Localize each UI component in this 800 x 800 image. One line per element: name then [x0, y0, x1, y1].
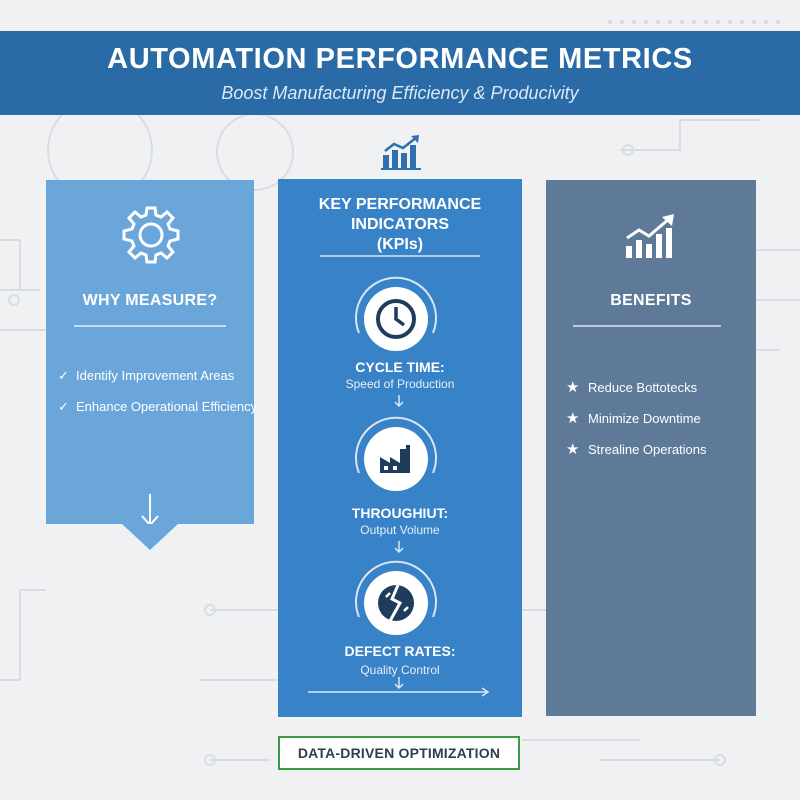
divider: [573, 325, 721, 327]
page-subtitle: Boost Manufacturing Efficiency & Produci…: [221, 83, 579, 103]
kpi-heading: KEY PERFORMANCE INDICATORS (KPIs): [278, 195, 522, 255]
list-item: ★ Minimize Downtime: [566, 409, 701, 427]
arrow-down-icon: [394, 395, 404, 407]
divider: [320, 255, 480, 257]
header-banner: AUTOMATION PERFORMANCE METRICS Boost Man…: [0, 31, 800, 115]
list-item: ★ Reduce Bottotecks: [566, 378, 697, 396]
kpi-throughput: [355, 416, 445, 507]
divider: [74, 325, 226, 327]
list-item: ★ Strealine Operations: [566, 440, 707, 458]
kpi-label: DEFECT RATES:: [344, 643, 456, 659]
gear-icon: [122, 206, 180, 264]
kpi-icon-circle: [364, 287, 428, 351]
arc-ring: [355, 560, 437, 618]
optimization-badge: DATA-DRIVEN OPTIMIZATION: [278, 736, 520, 770]
benefits-panel: BENEFITS ★ Reduce Bottotecks ★ Minimize Do…: [546, 180, 756, 716]
list-item-label: Strealine Operations: [588, 442, 707, 457]
panel-pointer: [122, 524, 178, 550]
star-icon: ★: [566, 410, 580, 427]
kpi-icon-circle: [364, 571, 428, 635]
arc-ring: [355, 276, 437, 334]
kpi-icon-circle: [364, 427, 428, 491]
arrow-down-icon: [141, 494, 159, 527]
factory-icon: [380, 445, 410, 473]
arrow-right-icon: [308, 687, 490, 697]
check-icon: ✓: [58, 399, 69, 414]
kpi-heading-line3: (KPIs): [376, 236, 424, 253]
kpi-description: Output Volume: [360, 523, 440, 537]
trend-chart-icon: [626, 214, 674, 258]
broken-part-icon: [378, 584, 414, 622]
check-icon: ✓: [58, 368, 69, 383]
kpi-heading-line2: INDICATORS: [350, 216, 450, 233]
clock-icon: [376, 299, 416, 339]
kpi-cycle-time: [355, 276, 445, 367]
kpi-heading-line1: KEY PERFORMANCE: [318, 196, 482, 213]
arc-ring: [355, 416, 437, 474]
star-icon: ★: [566, 379, 580, 396]
arrow-down-icon: [394, 677, 404, 689]
kpi-label: CYCLE TIME:: [355, 359, 445, 375]
kpi-description: Quality Control: [360, 663, 440, 677]
benefits-heading: BENEFITS: [610, 292, 692, 309]
kpi-defect-rates: [355, 560, 445, 651]
list-item-label: Minimize Downtime: [588, 411, 701, 426]
list-item: ✓ Identify Improvement Areas: [58, 368, 234, 384]
list-item: ✓ Enhance Operational Efficiency: [58, 399, 257, 415]
kpi-label: THROUGHIUT:: [351, 505, 449, 521]
list-item-label: Enhance Operational Efficiency: [76, 399, 258, 414]
list-item-label: Identify Improvement Areas: [76, 368, 235, 383]
arrow-down-icon: [394, 541, 404, 553]
kpi-panel: KEY PERFORMANCE INDICATORS (KPIs) CYCLE …: [278, 179, 522, 717]
why-measure-heading: WHY MEASURE?: [82, 292, 218, 309]
kpi-description: Speed of Production: [345, 377, 455, 391]
page-title: AUTOMATION PERFORMANCE METRICS: [107, 43, 693, 75]
why-measure-panel: WHY MEASURE? ✓ Identify Improvement Areas…: [46, 180, 257, 527]
star-icon: ★: [566, 441, 580, 458]
list-item-label: Reduce Bottotecks: [588, 380, 698, 395]
bar-chart-icon: [381, 135, 421, 170]
